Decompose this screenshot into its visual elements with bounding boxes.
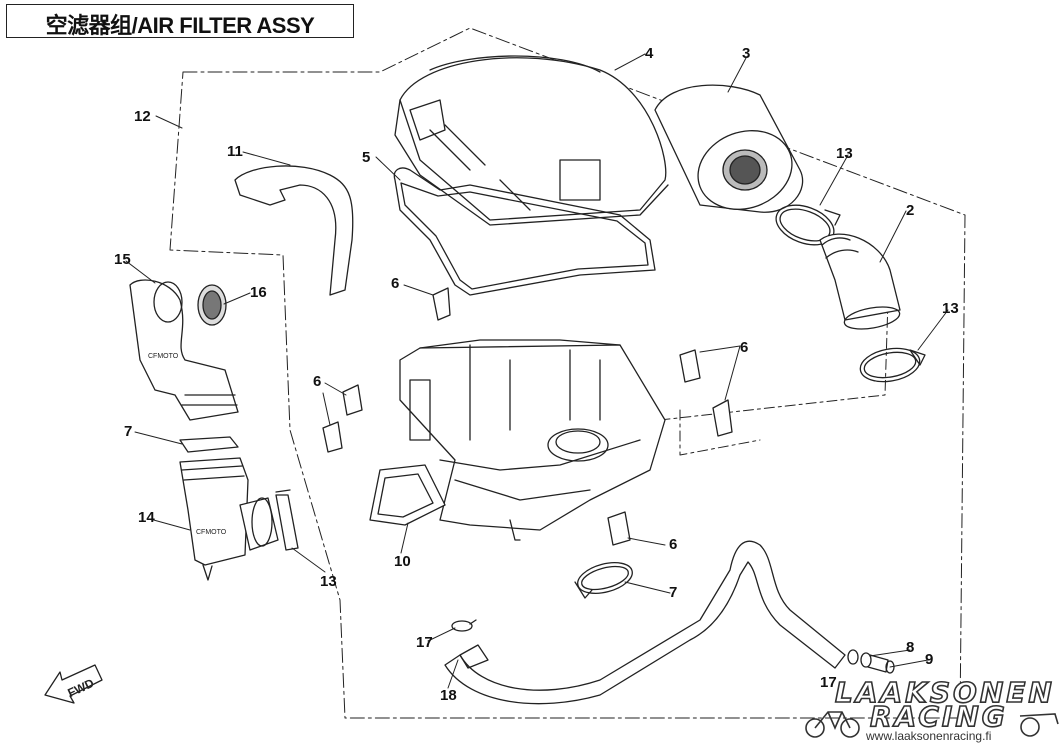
diagram-title: 空滤器组/AIR FILTER ASSY xyxy=(45,13,315,38)
callout-9: 9 xyxy=(925,651,933,668)
bicycle-icon xyxy=(805,711,860,738)
callout-8: 8 xyxy=(906,639,914,656)
title-box: 空滤器组/AIR FILTER ASSY xyxy=(6,4,354,38)
callout-7-lower: 7 xyxy=(669,584,677,601)
callout-2: 2 xyxy=(906,202,914,219)
elbow-marking: CFMOTO xyxy=(196,529,227,536)
leader-lines xyxy=(125,53,949,689)
atv-icon xyxy=(1019,713,1059,737)
watermark-logo: LAAKSONEN RACING www.laaksonenracing.fi xyxy=(805,675,1059,743)
callout-6-left: 6 xyxy=(313,373,321,390)
callout-13-right: 13 xyxy=(942,300,959,317)
clip-6-upper xyxy=(432,287,451,321)
duct-gasket xyxy=(179,436,239,453)
watermark-line1: LAAKSONEN xyxy=(835,676,1055,709)
watermark-url: www.laaksonenracing.fi xyxy=(865,729,991,743)
assembly-boundary-line xyxy=(169,27,966,719)
callout-labels: 4 3 12 11 5 13 2 15 16 6 6 13 6 7 14 13 … xyxy=(114,45,959,704)
clip-6-left-b xyxy=(322,421,343,453)
callout-14: 14 xyxy=(138,509,155,526)
clip-6-lower xyxy=(607,511,631,546)
watermark-line2: RACING xyxy=(870,700,1008,733)
callout-6-upper: 6 xyxy=(391,275,399,292)
callout-17-lower: 17 xyxy=(820,674,837,691)
callout-4: 4 xyxy=(645,45,654,62)
callout-15: 15 xyxy=(114,251,131,268)
clamp-left xyxy=(275,489,299,551)
filter-element xyxy=(654,84,804,213)
drain-fittings xyxy=(847,649,895,674)
callout-6-right: 6 xyxy=(740,339,748,356)
outlet-elbow xyxy=(819,233,901,330)
callout-17-upper: 17 xyxy=(416,634,433,651)
clip-6-right-b xyxy=(712,399,733,437)
clip-6-left-a xyxy=(342,384,363,416)
callout-13-upper: 13 xyxy=(836,145,853,162)
intake-duct xyxy=(129,279,239,421)
clamp-upper xyxy=(775,204,841,246)
clamp-lower xyxy=(574,562,633,599)
cover-gasket xyxy=(393,167,656,296)
callout-5: 5 xyxy=(362,149,370,166)
intake-duct-marking: CFMOTO xyxy=(148,353,179,360)
breather-hose xyxy=(234,165,354,296)
airbox-body xyxy=(369,339,666,541)
filter-outlet-dashed-box xyxy=(659,299,889,421)
clamp-right xyxy=(859,347,926,383)
drain-hose xyxy=(444,540,846,705)
callout-12: 12 xyxy=(134,108,151,125)
callout-16: 16 xyxy=(250,284,267,301)
clip-6-right-a xyxy=(679,349,701,383)
forward-direction-arrow xyxy=(44,664,103,704)
airbox-cover xyxy=(394,55,669,226)
callout-6-lower: 6 xyxy=(669,536,677,553)
callout-3: 3 xyxy=(742,45,750,62)
duct-screen xyxy=(197,284,227,326)
callout-7-left: 7 xyxy=(124,423,132,440)
callout-10: 10 xyxy=(394,553,411,570)
callout-18: 18 xyxy=(440,687,457,704)
callout-11: 11 xyxy=(227,143,243,160)
hose-clamp-17 xyxy=(451,619,477,632)
clamp-dashed-link xyxy=(679,409,761,456)
callout-13-left: 13 xyxy=(320,573,337,590)
intake-elbow xyxy=(179,457,279,581)
